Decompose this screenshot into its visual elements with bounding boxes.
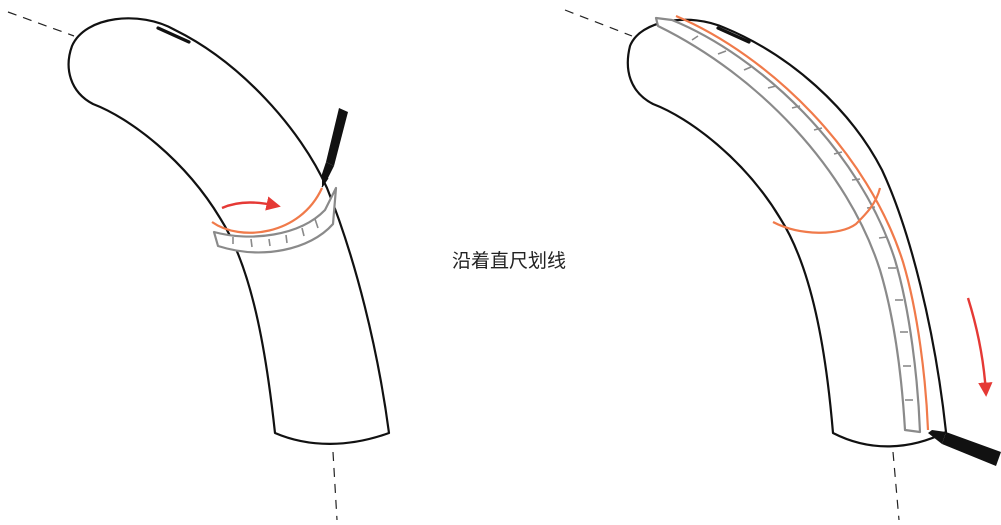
curved-arrow-right-icon [221,196,281,211]
left-wrap-ruler [212,186,338,254]
marker-pen-icon [321,108,348,188]
right-axis-dash-top [564,9,633,37]
right-panel [564,9,1001,521]
right-marking-line [675,14,930,431]
right-axis-dash-bottom [892,451,900,521]
marker-pen-icon [928,430,1001,466]
left-panel [7,11,391,521]
left-pipe-outline [67,17,391,445]
right-pipe-outline [626,18,948,448]
left-outline-accent [156,26,191,44]
left-axis-dash-bottom [332,451,338,521]
right-long-ruler [654,16,922,434]
right-outline-accent [716,26,751,44]
left-marking-line [211,187,323,234]
step-caption: 沿着直尺划线 [452,250,567,272]
left-axis-dash-top [7,11,75,37]
left-ruler-ticks [232,218,319,248]
right-circumference-line [772,187,882,234]
arrow-down-icon [966,297,993,397]
